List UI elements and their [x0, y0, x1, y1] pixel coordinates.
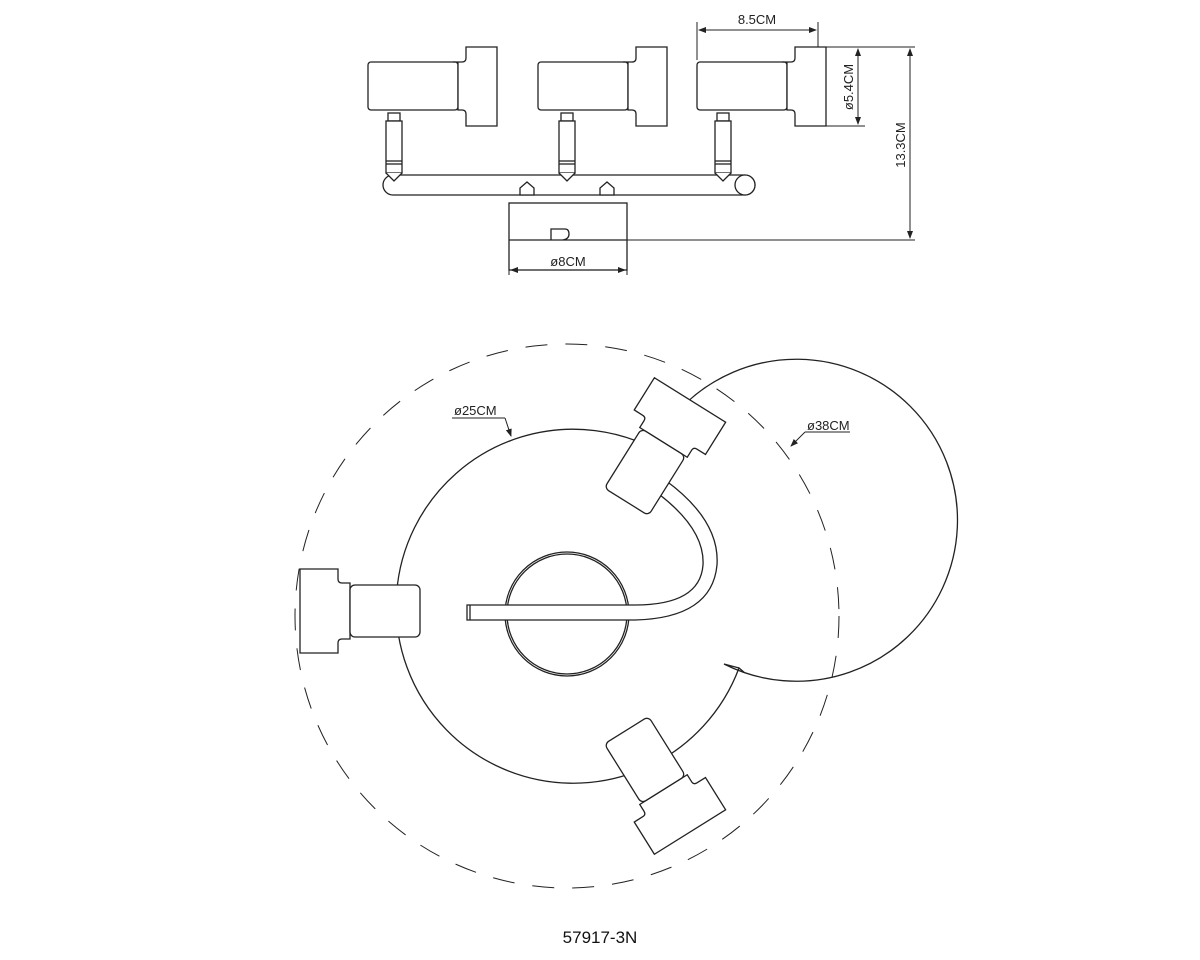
arm-center-bar — [466, 478, 718, 621]
base-diameter-label: ø8CM — [550, 254, 585, 269]
base-mounts — [519, 181, 615, 196]
model-number: 57917-3N — [562, 928, 638, 947]
overall-diameter-circle — [294, 343, 840, 889]
spotlight-top-left — [299, 568, 421, 654]
stem-2 — [558, 112, 576, 182]
spotlight-top-lower — [590, 707, 727, 855]
side-view: 8.5CM ø5.4CM 13.3CM ø8CM — [367, 12, 915, 275]
stem-1 — [385, 112, 403, 182]
spotlight-side-2 — [537, 46, 668, 127]
spotlight-side-3 — [696, 46, 827, 127]
overall-diameter-label: ø38CM — [807, 418, 850, 433]
arm-end-cap — [734, 174, 756, 196]
lamp-width-label: 8.5CM — [738, 12, 776, 27]
arm-diameter-label: ø25CM — [454, 403, 497, 418]
spotlight-top-upper — [590, 377, 727, 525]
total-height-label: 13.3CM — [893, 122, 908, 168]
lamp-diameter-label: ø5.4CM — [841, 64, 856, 110]
top-view: ø25CM ø38CM — [294, 343, 959, 889]
stem-3 — [714, 112, 732, 182]
